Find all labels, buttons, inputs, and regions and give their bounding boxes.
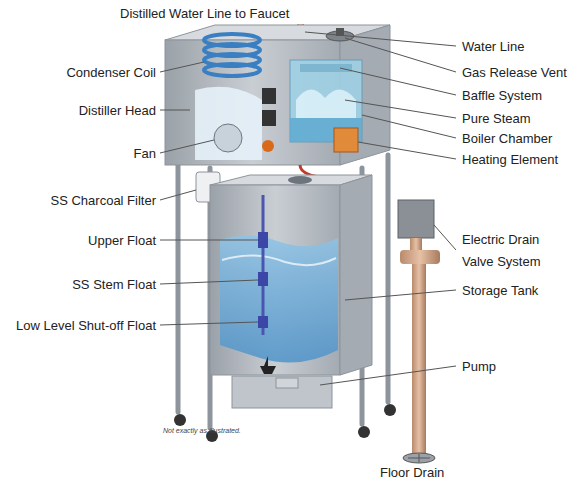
part-label: SS Stem Float (72, 276, 156, 293)
part-label: SS Charcoal Filter (51, 192, 156, 209)
part-label: Boiler Chamber (462, 130, 552, 147)
part-label: Fan (134, 145, 156, 162)
part-label: Baffle System (462, 87, 542, 104)
part-label: Electric Drain Valve System (462, 229, 566, 273)
part-label: Storage Tank (462, 282, 538, 299)
part-label: Heating Element (462, 151, 558, 168)
part-label: Distiller Head (79, 102, 156, 119)
note-text: Not exactly as illustrated. (163, 426, 241, 435)
part-label: Gas Release Vent (462, 64, 567, 81)
part-label: Pure Steam (462, 110, 531, 127)
part-label: Low Level Shut-off Float (16, 317, 156, 334)
leader-lines (160, 32, 456, 385)
part-label: Pump (462, 358, 496, 375)
part-label: Condenser Coil (66, 64, 156, 81)
part-label: Upper Float (88, 232, 156, 249)
part-label: Distilled Water Line to Faucet (120, 5, 289, 22)
part-label: Floor Drain (380, 464, 444, 481)
part-label: Water Line (462, 38, 524, 55)
